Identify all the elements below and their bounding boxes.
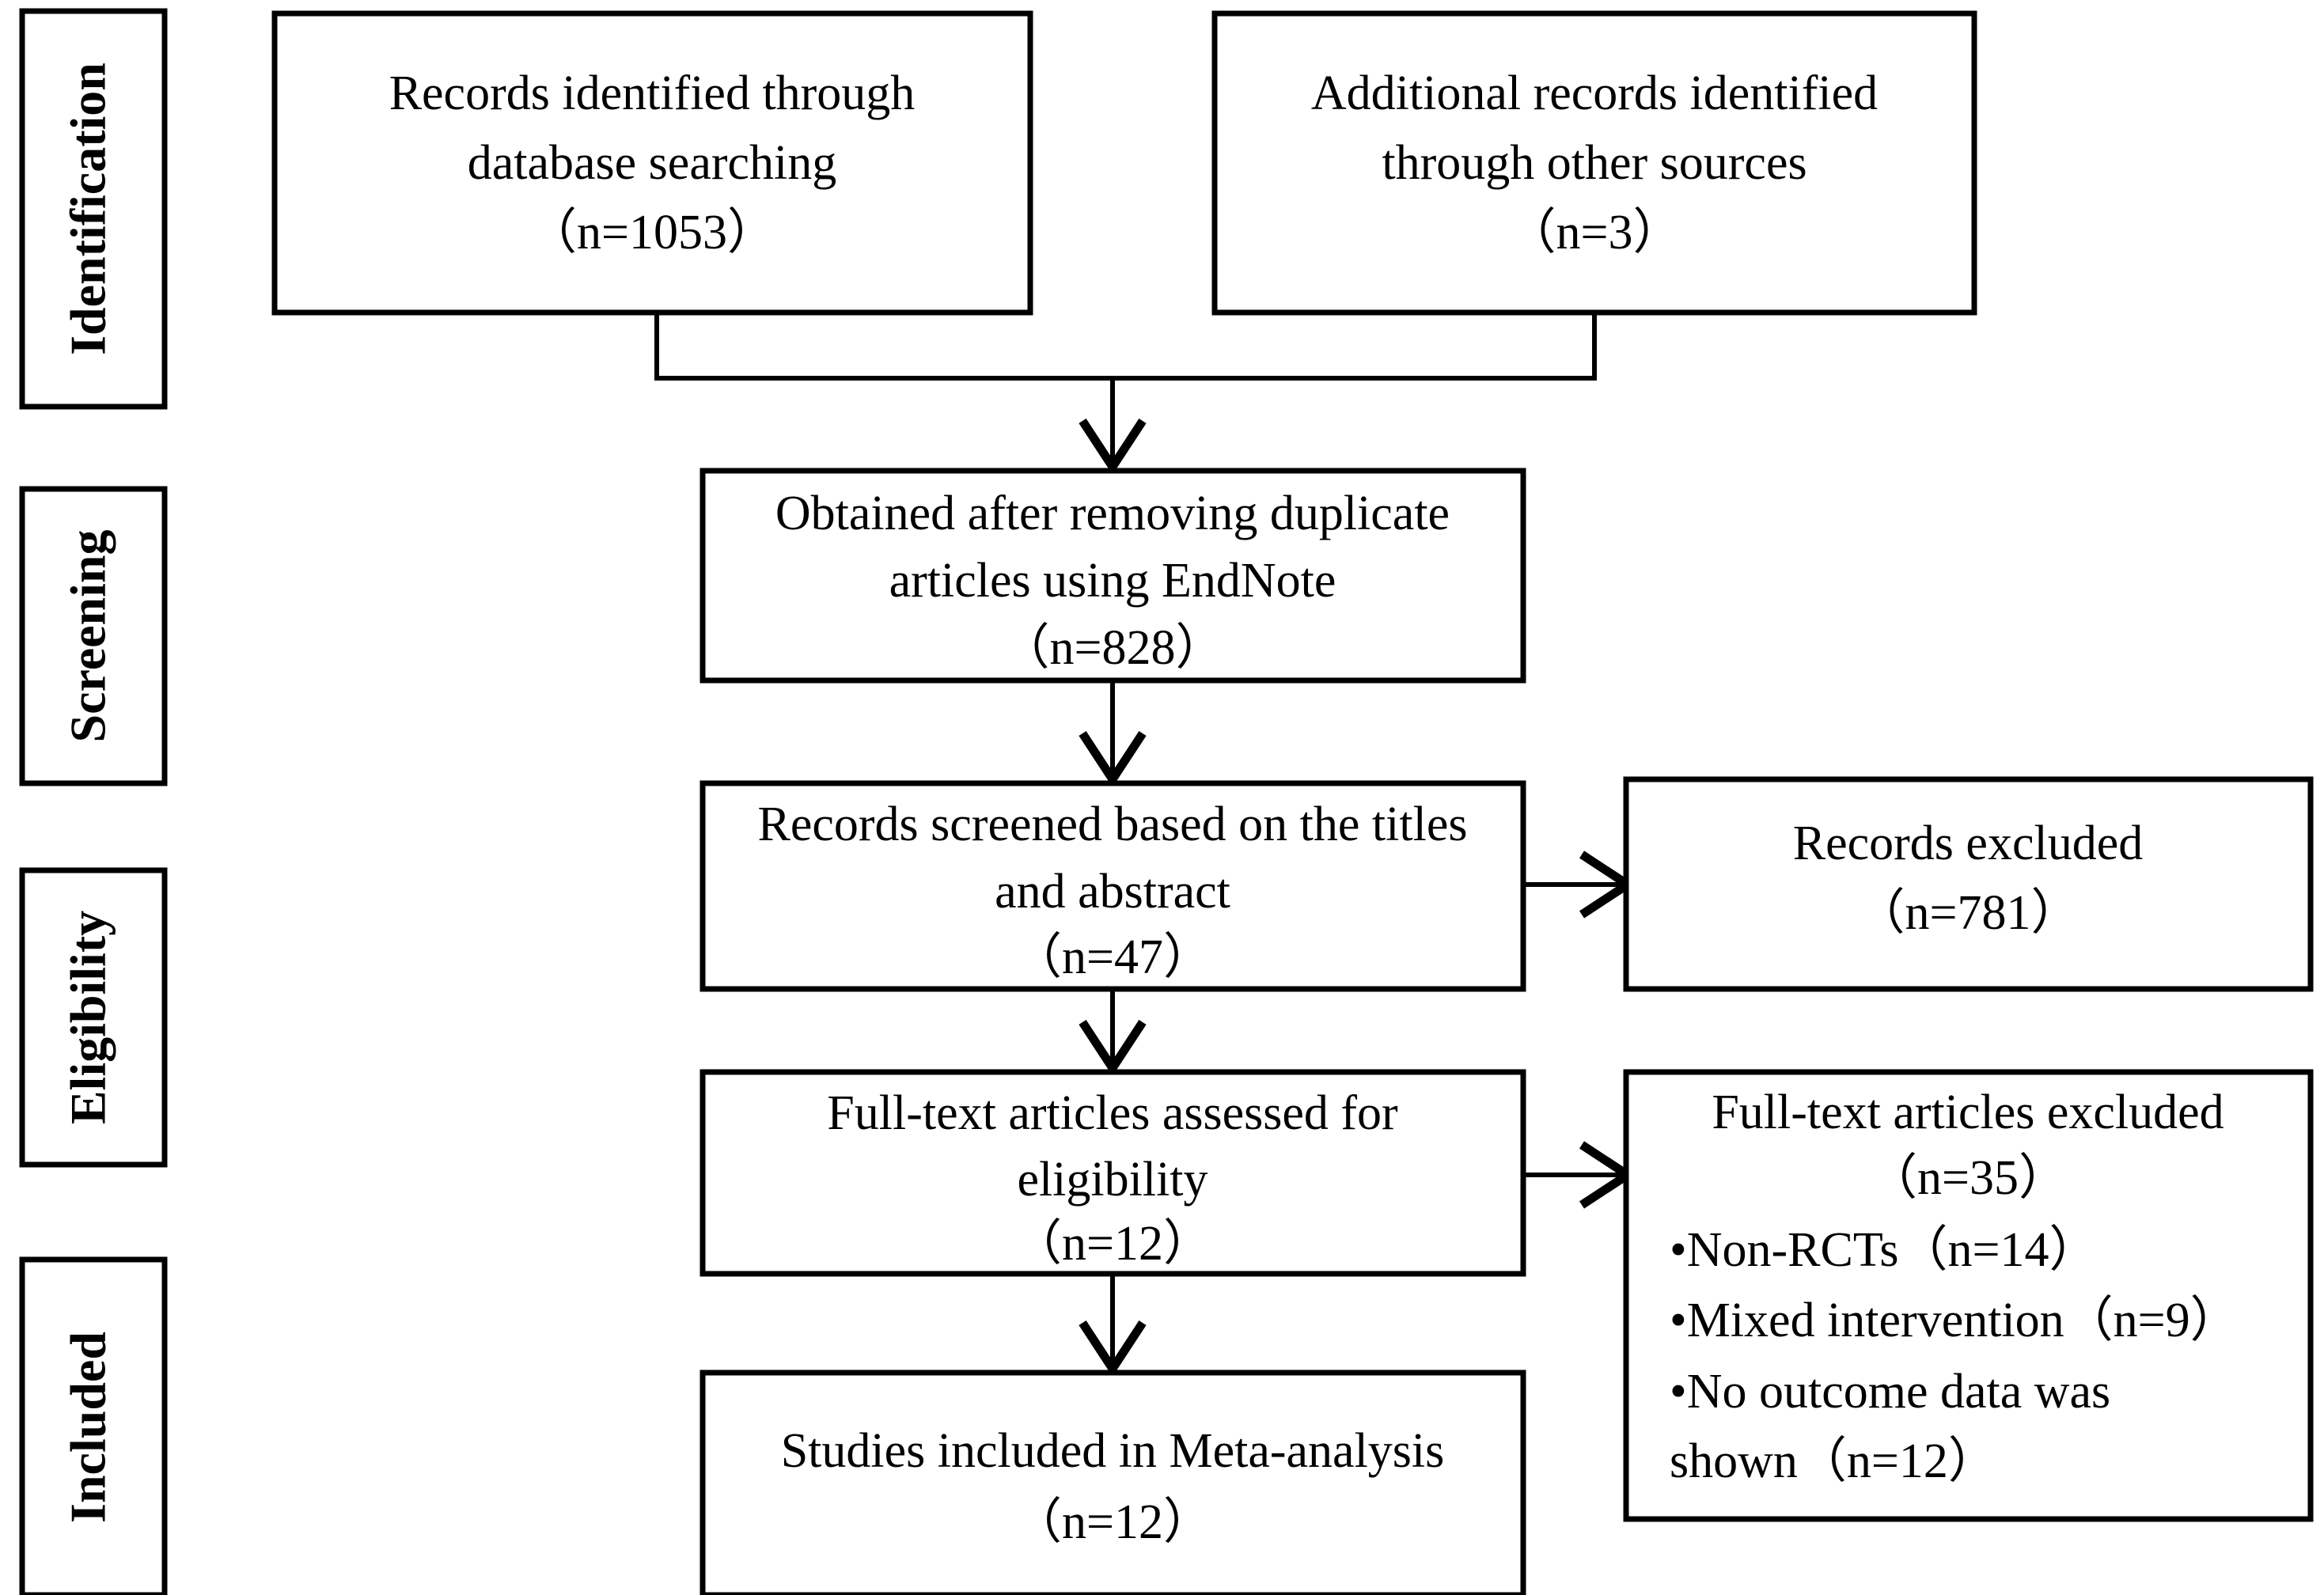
box-records-excluded-line-1: Records excluded [1793,816,2143,870]
stage-label-identification-text: Identification [60,63,116,355]
box-records-screened: Records screened based on the titles and… [699,780,1526,992]
box-fulltext-articles-excluded: Full-text articles excluded （n=35） •Non-… [1623,1069,2314,1522]
box-studies-included-line-1: Studies included in Meta-analysis [781,1424,1445,1478]
box-additional-records-line-3: （n=3） [1507,206,1682,260]
box-records-identified-database: Records identified through database sear… [271,10,1033,316]
stage-label-identification: Identification [19,8,168,410]
box-fulltext-excluded-heading-2: （n=35） [1868,1151,2068,1205]
box-obtained-after-removing-duplicates: Obtained after removing duplicate articl… [699,468,1526,684]
stage-label-screening: Screening [19,486,168,786]
connector-screened-to-excluded [1523,851,1636,919]
box-fulltext-articles-assessed: Full-text articles assessed for eligibil… [699,1069,1526,1277]
connector-screened-to-fulltext [1079,989,1147,1077]
box-records-excluded: Records excluded （n=781） [1623,776,2314,992]
box-fulltext-excluded-reason-1: •Non-RCTs（n=14） [1670,1223,2098,1277]
box-additional-records-line-2: through other sources [1382,136,1807,190]
box-records-screened-line-2: and abstract [995,865,1230,919]
box-records-screened-line-3: （n=47） [1013,930,1212,984]
box-fulltext-excluded-reason-2: •Mixed intervention（n=9） [1670,1294,2239,1347]
connector-duplicates-to-screened [1079,680,1147,788]
box-studies-included-line-2: （n=12） [1013,1495,1212,1549]
box-duplicates-line-3: （n=828） [1001,621,1225,675]
stage-label-included-text: Included [60,1332,116,1523]
connector-merge-to-duplicates [654,313,1597,475]
box-studies-included-meta-analysis: Studies included in Meta-analysis （n=12） [699,1370,1526,1595]
box-records-identified-line-3: （n=1053） [528,206,776,260]
box-duplicates-line-1: Obtained after removing duplicate [775,487,1450,540]
box-fulltext-excluded-reason-4: shown（n=12） [1670,1434,1997,1488]
box-records-identified-line-2: database searching [468,136,836,190]
connector-fulltext-to-included [1079,1274,1147,1377]
box-records-screened-line-1: Records screened based on the titles [758,798,1468,851]
box-records-identified-line-1: Records identified through [389,66,916,120]
stage-label-included: Included [19,1256,168,1595]
box-duplicates-line-2: articles using EndNote [889,554,1336,608]
box-fulltext-excluded-heading-1: Full-text articles excluded [1712,1085,2224,1139]
box-additional-records-other-sources: Additional records identified through ot… [1211,10,1977,316]
box-records-excluded-line-2: （n=781） [1856,886,2080,940]
box-fulltext-assessed-line-2: eligibility [1017,1153,1207,1207]
stage-label-eligibility-text: Eligibility [60,911,116,1124]
box-fulltext-excluded-reason-3: •No outcome data was [1670,1365,2110,1419]
box-fulltext-assessed-line-1: Full-text articles assessed for [827,1086,1398,1140]
stage-label-screening-text: Screening [60,529,116,742]
connector-fulltext-to-excluded [1523,1141,1636,1209]
box-fulltext-assessed-line-3: （n=12） [1013,1217,1212,1271]
box-additional-records-line-1: Additional records identified [1311,66,1878,120]
stage-label-eligibility: Eligibility [19,867,168,1168]
